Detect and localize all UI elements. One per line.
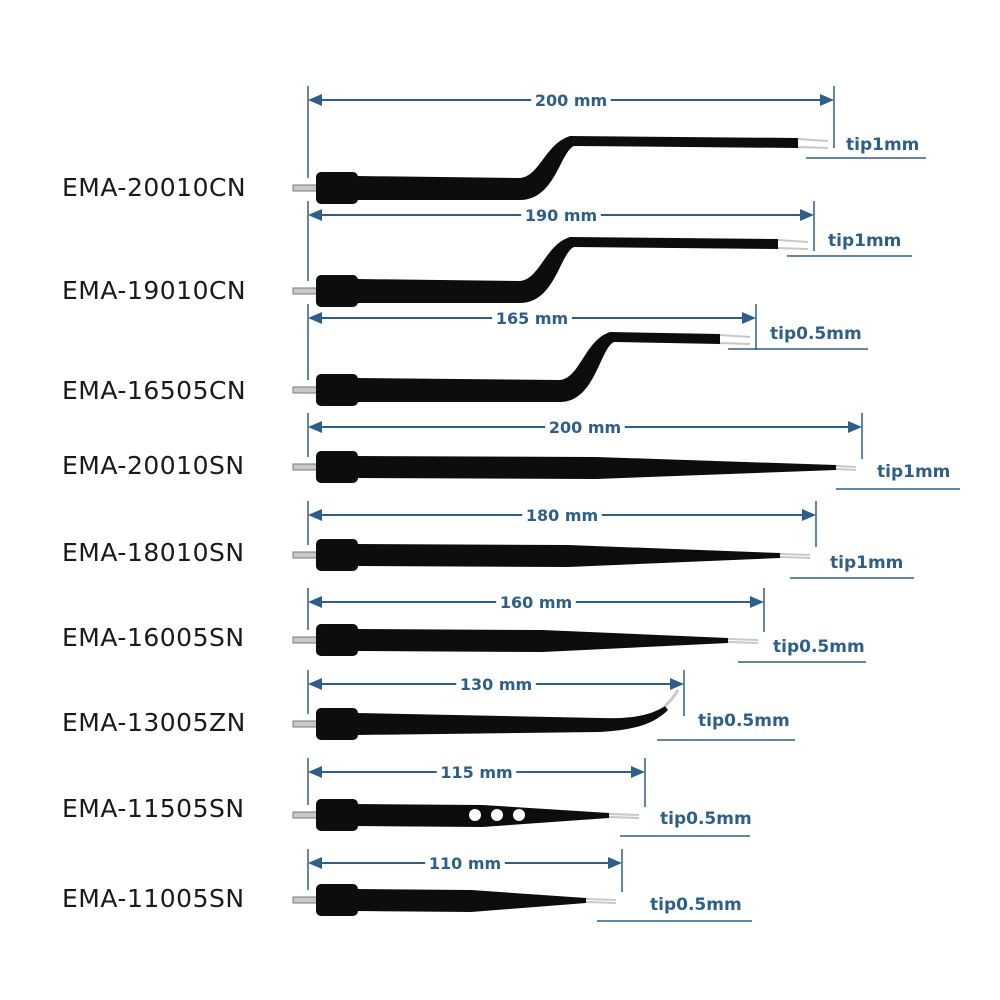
length-label: 165 mm: [496, 309, 568, 328]
dimension-line: 180 mm: [307, 501, 817, 547]
arrow-right-icon: [820, 94, 834, 106]
forceps-illustration: [292, 539, 811, 571]
model-label: EMA-16005SN: [62, 623, 245, 652]
tip-size-label: tip0.5mm: [660, 809, 752, 829]
arrow-right-icon: [802, 509, 816, 521]
arrow-right-icon: [800, 209, 814, 221]
connector-cap: [316, 275, 358, 307]
arrow-right-icon: [608, 857, 622, 869]
tip-size-label: tip0.5mm: [698, 711, 790, 731]
arrow-left-icon: [308, 209, 322, 221]
connector-pin: [292, 287, 318, 295]
model-label: EMA-11505SN: [62, 794, 245, 823]
instrument-row: EMA-16505CN 165 mm tip0.5mm: [62, 304, 868, 406]
length-label: 115 mm: [440, 763, 512, 782]
model-label: EMA-20010CN: [62, 173, 246, 202]
grip-hole: [469, 809, 481, 821]
dimension-line: 160 mm: [307, 588, 765, 632]
tip-size-label: tip0.5mm: [770, 324, 862, 344]
arrow-left-icon: [308, 678, 322, 690]
arrow-right-icon: [742, 312, 756, 324]
instrument-row: EMA-18010SN 180 mm tip1mm: [62, 501, 914, 579]
forceps-illustration: [292, 332, 751, 406]
length-label: 190 mm: [525, 206, 597, 225]
arrow-left-icon: [308, 509, 322, 521]
model-label: EMA-18010SN: [62, 538, 245, 567]
dimension-line: 115 mm: [307, 758, 646, 807]
forceps-illustration: [292, 136, 829, 204]
connector-cap: [316, 374, 358, 406]
connector-cap: [316, 799, 358, 831]
dimension-line: 165 mm: [307, 304, 757, 380]
forceps-illustration: [292, 884, 617, 916]
arrow-left-icon: [308, 857, 322, 869]
arrow-left-icon: [308, 766, 322, 778]
connector-pin: [292, 896, 318, 904]
connector-cap: [316, 172, 358, 204]
connector-pin: [292, 551, 318, 559]
dimension-line: 110 mm: [307, 849, 623, 892]
arrow-right-icon: [750, 596, 764, 608]
forceps-illustration: [292, 689, 680, 740]
forceps-illustration: [292, 237, 809, 307]
model-label: EMA-16505CN: [62, 376, 246, 405]
arrow-left-icon: [308, 94, 322, 106]
length-label: 160 mm: [500, 593, 572, 612]
arrow-right-icon: [848, 421, 862, 433]
model-label: EMA-19010CN: [62, 276, 246, 305]
connector-cap: [316, 539, 358, 571]
length-label: 110 mm: [429, 854, 501, 873]
tip-size-label: tip1mm: [830, 553, 903, 573]
instrument-row: EMA-11505SN 115 mm tip0.5mm: [62, 758, 752, 837]
tip-size-label: tip0.5mm: [773, 637, 865, 657]
connector-pin: [292, 184, 318, 192]
connector-cap: [316, 624, 358, 656]
length-label: 200 mm: [535, 91, 607, 110]
connector-pin: [292, 636, 318, 644]
dimension-line: 200 mm: [307, 413, 863, 459]
arrow-left-icon: [308, 312, 322, 324]
instrument-row: EMA-16005SN 160 mm tip0.5mm: [62, 588, 866, 663]
connector-pin: [292, 386, 318, 394]
dimension-line: 130 mm: [307, 670, 685, 716]
tip-size-label: tip1mm: [846, 135, 919, 155]
tip-size-label: tip1mm: [877, 462, 950, 482]
arrow-right-icon: [670, 678, 684, 690]
connector-cap: [316, 708, 358, 740]
grip-hole: [491, 809, 503, 821]
forceps-illustration: [292, 799, 640, 831]
instrument-row: EMA-20010CN 200 mm tip1mm: [62, 86, 926, 204]
model-label: EMA-11005SN: [62, 884, 245, 913]
grip-hole: [513, 809, 525, 821]
arrow-left-icon: [308, 596, 322, 608]
dimension-line: 200 mm: [307, 86, 835, 178]
forceps-illustration: [292, 451, 857, 483]
arrow-right-icon: [631, 766, 645, 778]
model-label: EMA-20010SN: [62, 451, 245, 480]
length-label: 130 mm: [460, 675, 532, 694]
connector-cap: [316, 451, 358, 483]
forceps-illustration: [292, 624, 759, 656]
arrow-left-icon: [308, 421, 322, 433]
connector-pin: [292, 463, 318, 471]
instrument-row: EMA-13005ZN 130 mm tip0.5mm: [62, 670, 795, 741]
connector-pin: [292, 720, 318, 728]
model-label: EMA-13005ZN: [62, 708, 246, 737]
instrument-row: EMA-20010SN 200 mm tip1mm: [62, 413, 960, 490]
connector-pin: [292, 811, 318, 819]
tip-size-label: tip0.5mm: [650, 895, 742, 915]
tip-size-label: tip1mm: [828, 231, 901, 251]
instrument-row: EMA-19010CN 190 mm tip1mm: [62, 201, 912, 307]
length-label: 200 mm: [549, 418, 621, 437]
connector-cap: [316, 884, 358, 916]
dimension-line: 190 mm: [307, 201, 815, 281]
instrument-row: EMA-11005SN 110 mm tip0.5mm: [62, 849, 752, 922]
length-label: 180 mm: [526, 506, 598, 525]
